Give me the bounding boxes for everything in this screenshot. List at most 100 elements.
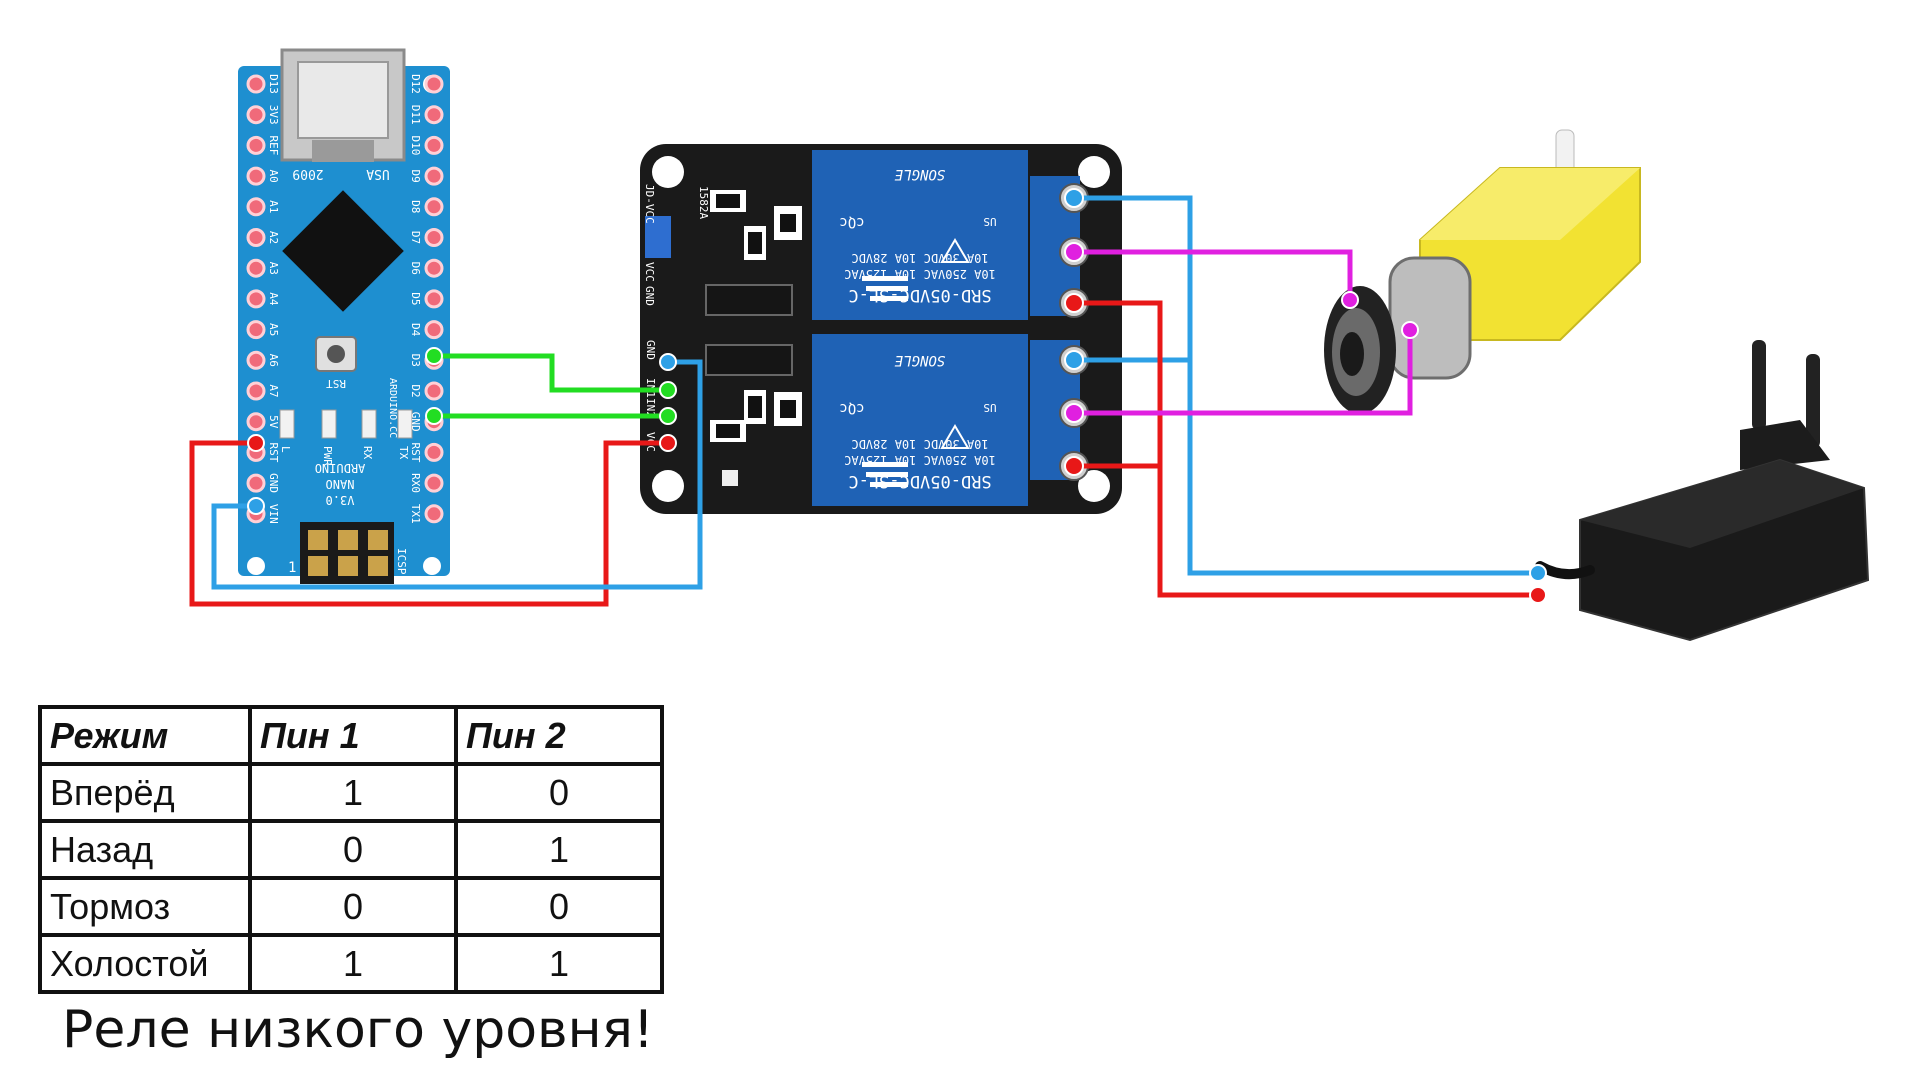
pin-pad-right-14 bbox=[424, 504, 444, 524]
arduino-pin-headers: D133V3REFA0A1A2A3A4A5A6A75VRSTGNDVIND12D… bbox=[246, 74, 444, 524]
relay1-brand: SONGLE bbox=[894, 166, 945, 182]
relay1-ul: US bbox=[983, 215, 996, 228]
pin-pad-right-7 bbox=[424, 289, 444, 309]
table-row: Назад 0 1 bbox=[38, 819, 664, 880]
mode-cell: Тормоз bbox=[38, 876, 252, 937]
mode-table: Режим Пин 1 Пин 2 Вперёд 1 0 Назад 0 1 Т… bbox=[38, 705, 664, 994]
pin-label-right-13: RX0 bbox=[409, 473, 422, 493]
pin-pad-right-1 bbox=[424, 105, 444, 125]
brand-label: ARDUINO.CC bbox=[387, 378, 398, 438]
led-label-tx: TX bbox=[397, 446, 410, 460]
relay-module: SRD-05VDC-SL-C 10A 250VAC 10A 125VAC 10A… bbox=[640, 124, 1122, 514]
pin-pad-left-7 bbox=[246, 289, 266, 309]
relay2-cert: cQc bbox=[839, 400, 864, 416]
mode-cell: Вперёд bbox=[38, 762, 252, 823]
board-name-2: NANO bbox=[326, 477, 355, 491]
pin-label-left-14: VIN bbox=[267, 504, 280, 524]
footer-note: Реле низкого уровня! bbox=[62, 1000, 654, 1060]
pin-label-right-5: D7 bbox=[409, 231, 422, 244]
pin-label-right-3: D9 bbox=[409, 169, 422, 182]
pin2-cell: 0 bbox=[454, 876, 664, 937]
pin-pad-left-2 bbox=[246, 135, 266, 155]
pin-label-left-5: A2 bbox=[267, 231, 280, 244]
pin-pad-right-3 bbox=[424, 166, 444, 186]
pin-pad-left-8 bbox=[246, 320, 266, 340]
pin-pad-right-4 bbox=[424, 197, 444, 217]
pin-label-right-6: D6 bbox=[409, 262, 422, 275]
pin-label-right-0: D12 bbox=[409, 74, 422, 94]
board-id-label: 1582A bbox=[697, 186, 710, 219]
pin2-cell: 1 bbox=[454, 933, 664, 994]
header-label-in2: IN2 bbox=[644, 398, 657, 418]
status-leds bbox=[279, 409, 413, 439]
pin-pad-right-0 bbox=[424, 74, 444, 94]
pin-label-right-12: RST bbox=[409, 442, 422, 462]
pin-pad-right-6 bbox=[424, 258, 444, 278]
reset-label: RST bbox=[326, 377, 346, 390]
board-name-3: V3.0 bbox=[326, 493, 355, 507]
jumper-block bbox=[645, 216, 671, 258]
pin1-cell: 1 bbox=[248, 933, 458, 994]
pin-label-left-9: A6 bbox=[267, 354, 280, 367]
module-text: relay module bbox=[869, 124, 963, 139]
smd-components bbox=[705, 190, 802, 486]
pin-label-right-4: D8 bbox=[409, 200, 422, 213]
pin-label-right-1: D11 bbox=[409, 105, 422, 125]
wire-end-dots bbox=[247, 188, 1547, 604]
pin-label-left-2: REF bbox=[267, 135, 280, 155]
warning-triangle-icon bbox=[940, 238, 970, 263]
pin-pad-left-5 bbox=[246, 228, 266, 247]
wire-red-supply bbox=[1074, 300, 1538, 598]
header-mode: Режим bbox=[38, 705, 252, 766]
pin-pad-right-12 bbox=[424, 442, 444, 462]
pin-label-left-6: A3 bbox=[267, 262, 280, 275]
warning-triangle-icon bbox=[940, 424, 970, 449]
pin-pad-left-4 bbox=[246, 197, 266, 217]
pin-label-left-12: RST bbox=[267, 442, 280, 462]
header-pin1: Пин 1 bbox=[248, 705, 458, 766]
pin-label-left-10: A7 bbox=[267, 384, 280, 397]
icsp-header bbox=[300, 522, 394, 584]
pin-label-left-7: A4 bbox=[267, 292, 280, 306]
led-label-pwr: PWR bbox=[321, 446, 334, 466]
led-label-rx: RX bbox=[361, 446, 374, 460]
jumper-label-gnd: GND bbox=[643, 286, 656, 306]
relay1-cert: cQc bbox=[839, 214, 864, 230]
arduino-nano-board: RST USA 2009 ARDUINO.CC ARDUINO NANO V3.… bbox=[238, 48, 450, 584]
dc-gear-motor bbox=[1324, 129, 1641, 414]
pin-label-right-11: GND bbox=[409, 412, 422, 432]
pin1-cell: 0 bbox=[248, 819, 458, 880]
mode-cell: Холостой bbox=[38, 933, 252, 994]
table-row: Холостой 1 1 bbox=[38, 933, 664, 994]
wire-blue-com bbox=[1074, 195, 1538, 576]
header-label-gnd: GND bbox=[644, 340, 657, 360]
pin-pad-right-13 bbox=[424, 473, 444, 493]
pin-label-left-11: 5V bbox=[267, 415, 280, 429]
usa-label: USA bbox=[366, 166, 390, 181]
pin-label-left-4: A1 bbox=[267, 200, 280, 213]
relay-k2: SRD-05VDC-SL-C 10A 250VAC 10A 125VAC 10A… bbox=[812, 334, 1028, 506]
pin-pad-left-13 bbox=[246, 473, 266, 493]
pin-pad-left-1 bbox=[246, 105, 266, 125]
pin-pad-right-8 bbox=[424, 320, 444, 340]
pin-pad-left-6 bbox=[246, 258, 266, 278]
pin2-cell: 0 bbox=[454, 762, 664, 823]
pin-pad-left-11 bbox=[246, 412, 266, 432]
songle-logo-icon bbox=[862, 462, 908, 487]
year-label: 2009 bbox=[292, 166, 323, 181]
table-header-row: Режим Пин 1 Пин 2 bbox=[38, 705, 664, 766]
board-name-1: ARDUINO bbox=[315, 461, 366, 475]
wire-blue-gnd bbox=[211, 359, 703, 590]
wire-magenta-motor bbox=[1074, 249, 1413, 416]
icsp-label: ICSP bbox=[395, 548, 408, 575]
relay2-ul: US bbox=[983, 401, 996, 414]
pin-label-right-2: D10 bbox=[409, 135, 422, 155]
pin-label-left-13: GND bbox=[267, 473, 280, 493]
icsp-pin-one: 1 bbox=[288, 560, 296, 576]
mcu-chip-icon bbox=[282, 190, 404, 312]
pin-label-right-9: D3 bbox=[409, 354, 422, 367]
pin-label-right-7: D5 bbox=[409, 292, 422, 305]
table-row: Вперёд 1 0 bbox=[38, 762, 664, 823]
mode-cell: Назад bbox=[38, 819, 252, 880]
